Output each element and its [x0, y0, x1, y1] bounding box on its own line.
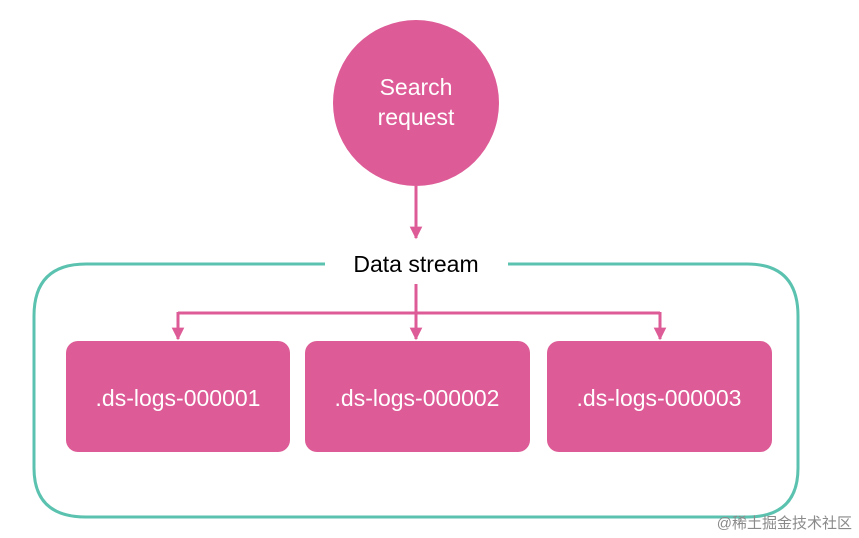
data-stream-container	[32, 262, 800, 519]
index-label-2: .ds-logs-000002	[335, 385, 500, 411]
index-label-3: .ds-logs-000003	[577, 385, 742, 411]
index-label-1: .ds-logs-000001	[96, 385, 261, 411]
search-request-node	[333, 20, 499, 186]
index-box-2	[305, 341, 530, 452]
search-request-label-line2: request	[378, 104, 455, 130]
search-request-label-line1: Search	[380, 74, 453, 100]
watermark-text: @稀土掘金技术社区	[717, 515, 852, 532]
data-stream-label: Data stream	[353, 251, 478, 277]
index-box-3	[547, 341, 772, 452]
index-box-1	[66, 341, 290, 452]
